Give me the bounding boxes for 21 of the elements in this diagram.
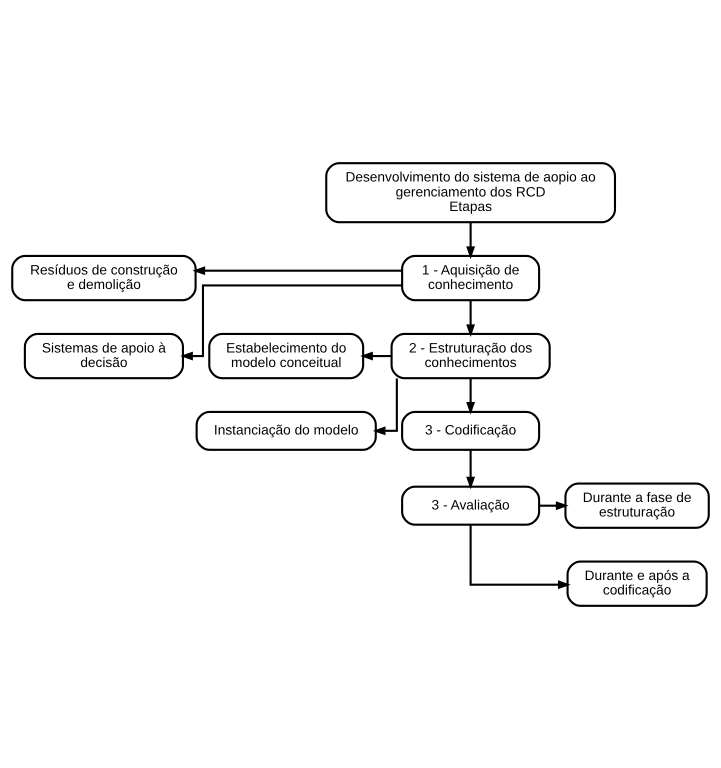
node-box: 1 - Aquisição de conhecimento [401, 254, 540, 301]
node-box: Desenvolvimento do sistema de aopio ao gerenciamento dos RCD Etapas [325, 162, 616, 223]
arrow [466, 378, 476, 414]
arrow [466, 222, 476, 259]
arrow [372, 378, 398, 435]
arrow [470, 524, 571, 589]
arrow [360, 351, 392, 360]
node-box: 3 - Avaliação [401, 485, 540, 526]
node-box: Sistemas de apoio à decisão [24, 332, 184, 379]
node-box: Durante a fase de estruturação [564, 482, 710, 528]
node-box: 3 - Codificação [401, 410, 540, 450]
node-box: Instanciação do modelo [196, 410, 377, 450]
node-box: 2 - Estruturação dos conhecimentos [390, 332, 551, 379]
node-box: Durante e após a codificação [566, 560, 708, 606]
node-box: Resíduos de construção e demolição [11, 254, 197, 301]
arrow [192, 266, 402, 275]
arrow [466, 300, 476, 337]
arrow [466, 450, 476, 489]
arrow [180, 284, 402, 360]
node-box: Estabelecimento do modelo conceitual [208, 332, 364, 379]
arrow [539, 500, 569, 510]
